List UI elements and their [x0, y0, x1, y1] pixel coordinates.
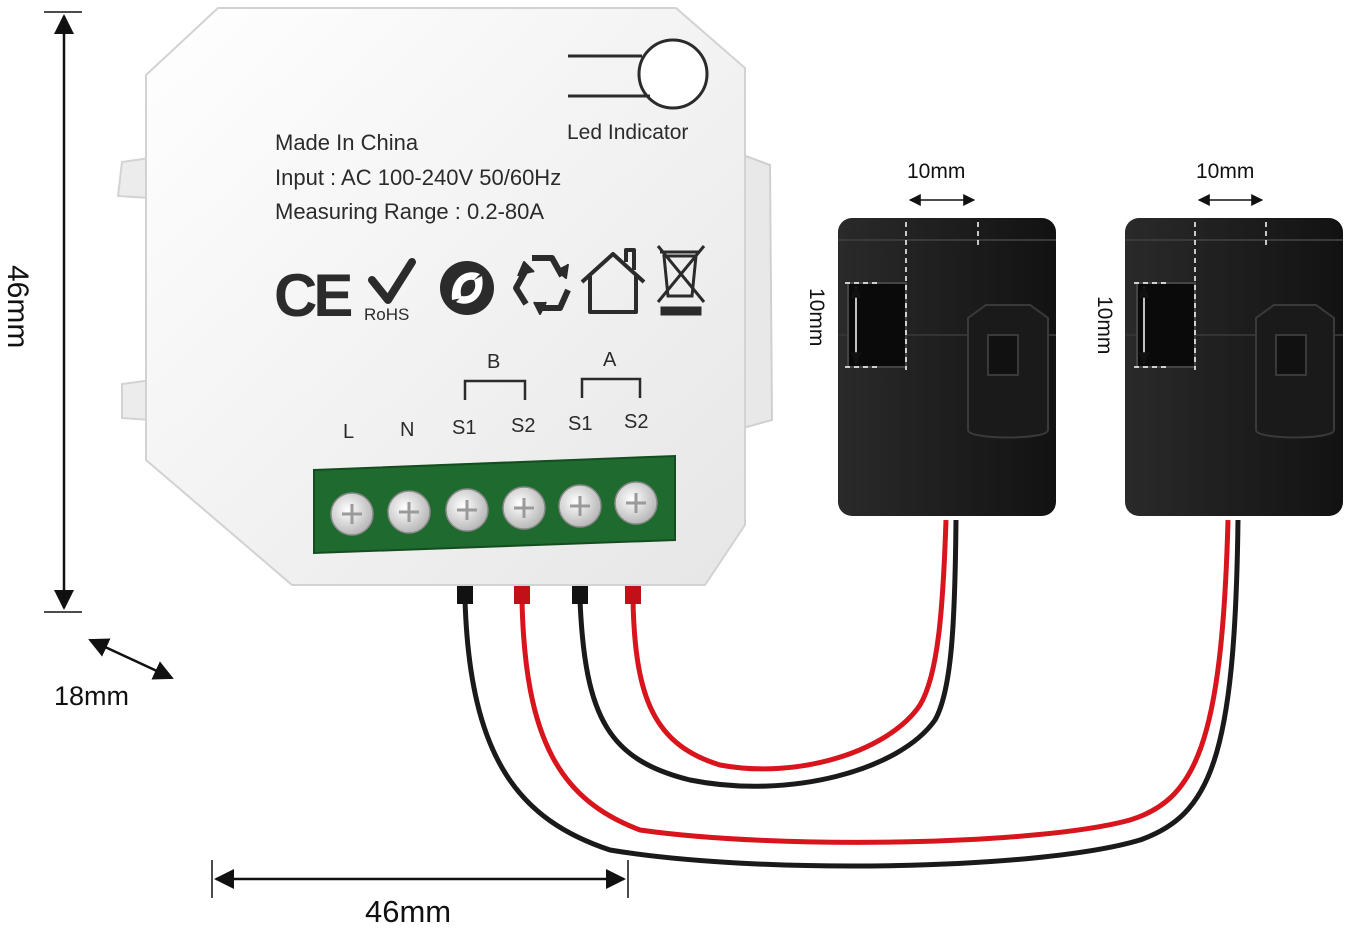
terminal-screw	[502, 486, 546, 530]
rohs-label: RoHS	[364, 305, 409, 324]
spec-line-origin: Made In China	[275, 130, 419, 155]
terminal-block	[313, 454, 676, 555]
terminal-label-b-s1: S1	[452, 417, 476, 439]
height-dimension-label: 46mm	[1, 265, 34, 348]
led-indicator-label: Led Indicator	[567, 121, 688, 144]
channel-b-label: B	[487, 351, 500, 373]
right-mounting-ear	[742, 153, 774, 430]
clamp-1-side-dimension: 10mm	[805, 288, 828, 346]
rohs-check-icon: RoHS	[364, 258, 416, 324]
terminal-label-a-s2: S2	[624, 411, 648, 433]
recycle-icon	[513, 255, 571, 315]
wires	[462, 519, 1241, 869]
terminal-label-b-s2: S2	[511, 415, 535, 437]
spec-line-input: Input : AC 100-240V 50/60Hz	[275, 165, 561, 190]
width-dimension-label: 46mm	[365, 894, 451, 929]
terminal-label-l: L	[343, 421, 354, 443]
terminal-labels: L N S1 S2 S1 S2	[343, 411, 648, 443]
wire-red-a-s2	[630, 519, 949, 772]
terminal-screw	[445, 488, 489, 532]
spec-text: Made In China Input : AC 100-240V 50/60H…	[275, 130, 561, 224]
certification-icons: CE RoHS	[274, 245, 706, 329]
depth-dimension-label: 18mm	[54, 681, 129, 711]
led-indicator: Led Indicator	[567, 38, 709, 144]
spec-line-range: Measuring Range : 0.2-80A	[275, 199, 544, 224]
terminal-screw	[330, 492, 374, 536]
terminal-screw	[614, 481, 658, 525]
clamp-2-top-dimension: 10mm	[1196, 160, 1254, 183]
wire-black-b-s1	[462, 519, 1241, 869]
green-dot-icon	[440, 261, 494, 315]
wire-black-a-s1	[577, 519, 959, 789]
clamp-2-aperture	[1136, 282, 1196, 368]
terminal-label-a-s1: S1	[568, 413, 592, 435]
channel-a-label: A	[603, 349, 617, 371]
weee-bin-icon	[656, 245, 706, 316]
house-icon	[580, 248, 646, 314]
wire-red-b-s2	[519, 519, 1231, 845]
meter-device: Led Indicator Made In China Input : AC 1…	[116, 7, 774, 586]
terminal-label-n: N	[400, 419, 414, 441]
current-clamp-1: 10mm 10mm	[805, 160, 1056, 516]
channel-labels: B A	[463, 349, 642, 400]
terminal-screw	[558, 484, 602, 528]
terminal-screw	[387, 490, 431, 534]
height-dimension: 46mm	[1, 11, 82, 613]
depth-dimension: 18mm	[54, 638, 174, 711]
ce-mark-icon: CE	[274, 262, 355, 329]
width-dimension: 46mm	[211, 860, 629, 929]
svg-text:CE: CE	[274, 262, 351, 329]
clamp-1-top-dimension: 10mm	[907, 160, 965, 183]
clamp-2-side-dimension: 10mm	[1093, 296, 1116, 354]
current-clamp-2: 10mm 10mm	[1093, 160, 1343, 516]
